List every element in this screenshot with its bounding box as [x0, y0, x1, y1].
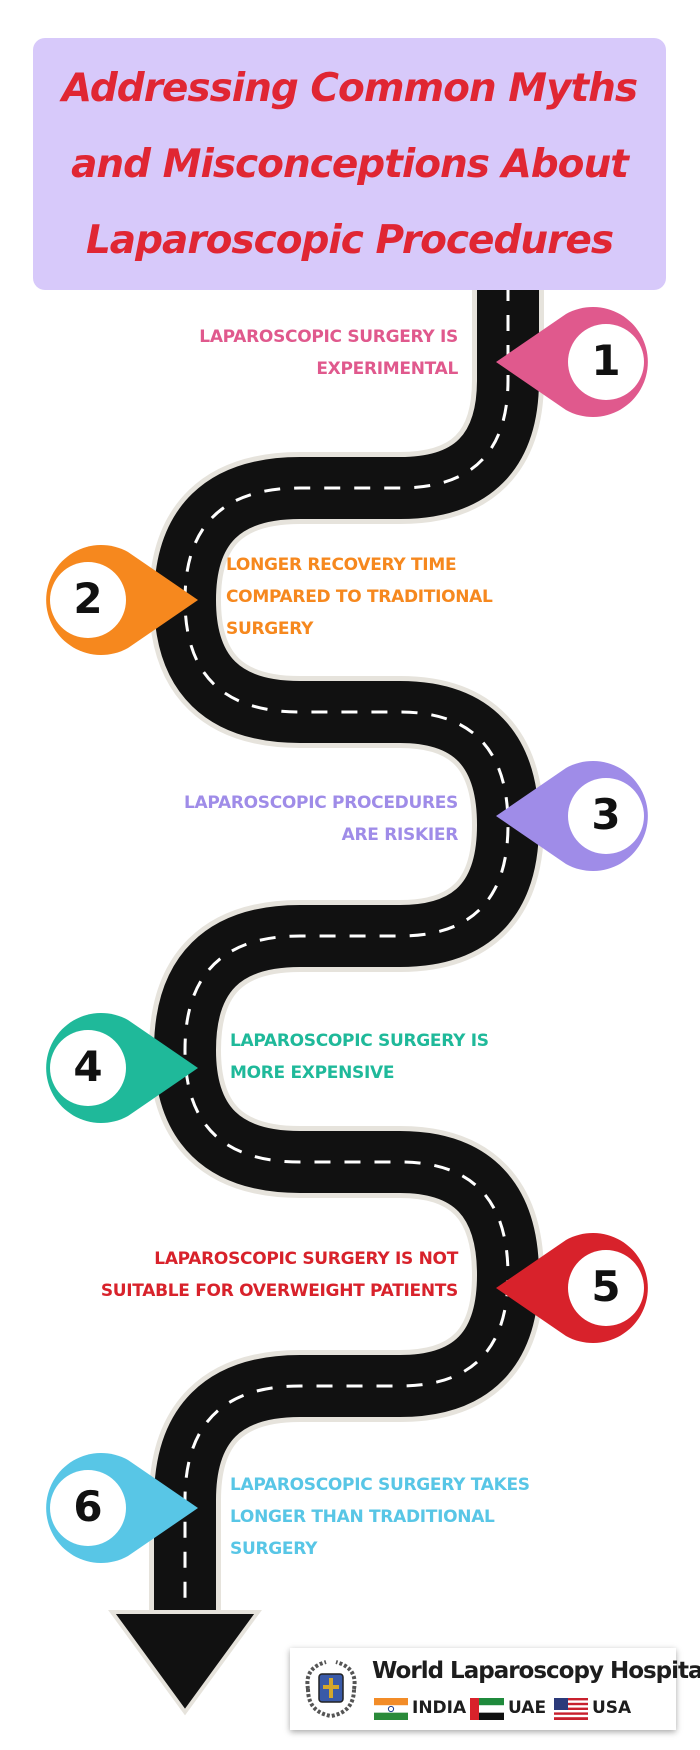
- myth-2-label: LONGER RECOVERY TIME COMPARED TO TRADITI…: [226, 549, 493, 645]
- myth-1-label: LAPAROSCOPIC SURGERY IS EXPERIMENTAL: [199, 321, 458, 385]
- myth-3-line-1: LAPAROSCOPIC PROCEDURES: [184, 793, 458, 813]
- title-banner: Addressing Common Myths and Misconceptio…: [33, 38, 666, 290]
- myth-1-line-2: EXPERIMENTAL: [316, 359, 458, 379]
- myth-2-line-1: LONGER RECOVERY TIME: [226, 555, 457, 575]
- title-line-2: and Misconceptions About: [71, 142, 629, 187]
- myth-5-line-1: LAPAROSCOPIC SURGERY IS NOT: [154, 1249, 458, 1269]
- marker-6-number: 6: [73, 1482, 103, 1531]
- myth-6-line-2: LONGER THAN TRADITIONAL: [230, 1507, 495, 1527]
- country-uae: UAE: [508, 1698, 547, 1718]
- myth-1-line-1: LAPAROSCOPIC SURGERY IS: [199, 327, 458, 347]
- marker-3-icon: [496, 761, 648, 871]
- myth-4-line-1: LAPAROSCOPIC SURGERY IS: [230, 1031, 489, 1051]
- country-india: INDIA: [412, 1698, 467, 1718]
- myth-6-label: LAPAROSCOPIC SURGERY TAKES LONGER THAN T…: [230, 1469, 530, 1565]
- emblem-icon: [305, 1660, 357, 1719]
- hospital-name: World Laparoscopy Hospital: [372, 1658, 700, 1684]
- myth-5-line-2: SUITABLE FOR OVERWEIGHT PATIENTS: [100, 1281, 458, 1301]
- india-flag-icon: [374, 1698, 408, 1720]
- myth-3-label: LAPAROSCOPIC PROCEDURES ARE RISKIER: [184, 787, 458, 851]
- marker-5-icon: [496, 1233, 648, 1343]
- marker-3-number: 3: [591, 790, 621, 839]
- title-line-1: Addressing Common Myths: [61, 66, 638, 111]
- marker-2-icon: [46, 545, 198, 655]
- myth-4-label: LAPAROSCOPIC SURGERY IS MORE EXPENSIVE: [230, 1025, 489, 1089]
- marker-6-icon: [46, 1453, 198, 1563]
- marker-2-number: 2: [73, 574, 103, 623]
- marker-4-number: 4: [73, 1042, 103, 1091]
- usa-flag-icon: [554, 1698, 588, 1720]
- myth-4-line-2: MORE EXPENSIVE: [230, 1063, 395, 1083]
- title-line-3: Laparoscopic Procedures: [85, 218, 614, 263]
- myth-6-line-3: SURGERY: [230, 1539, 318, 1559]
- marker-4-icon: [46, 1013, 198, 1123]
- road-arrowhead: [108, 1610, 262, 1716]
- myth-2-line-2: COMPARED TO TRADITIONAL: [226, 587, 493, 607]
- marker-1-number: 1: [591, 336, 621, 385]
- uae-flag-icon: [470, 1698, 504, 1720]
- hospital-logo: World Laparoscopy Hospital INDIA UAE USA: [290, 1648, 700, 1730]
- marker-1-icon: [496, 307, 648, 417]
- myth-3-line-2: ARE RISKIER: [341, 825, 459, 845]
- myth-6-line-1: LAPAROSCOPIC SURGERY TAKES: [230, 1475, 530, 1495]
- marker-5-number: 5: [591, 1262, 621, 1311]
- myth-2-line-3: SURGERY: [226, 619, 314, 639]
- myth-5-label: LAPAROSCOPIC SURGERY IS NOT SUITABLE FOR…: [101, 1243, 458, 1307]
- country-usa: USA: [592, 1698, 632, 1718]
